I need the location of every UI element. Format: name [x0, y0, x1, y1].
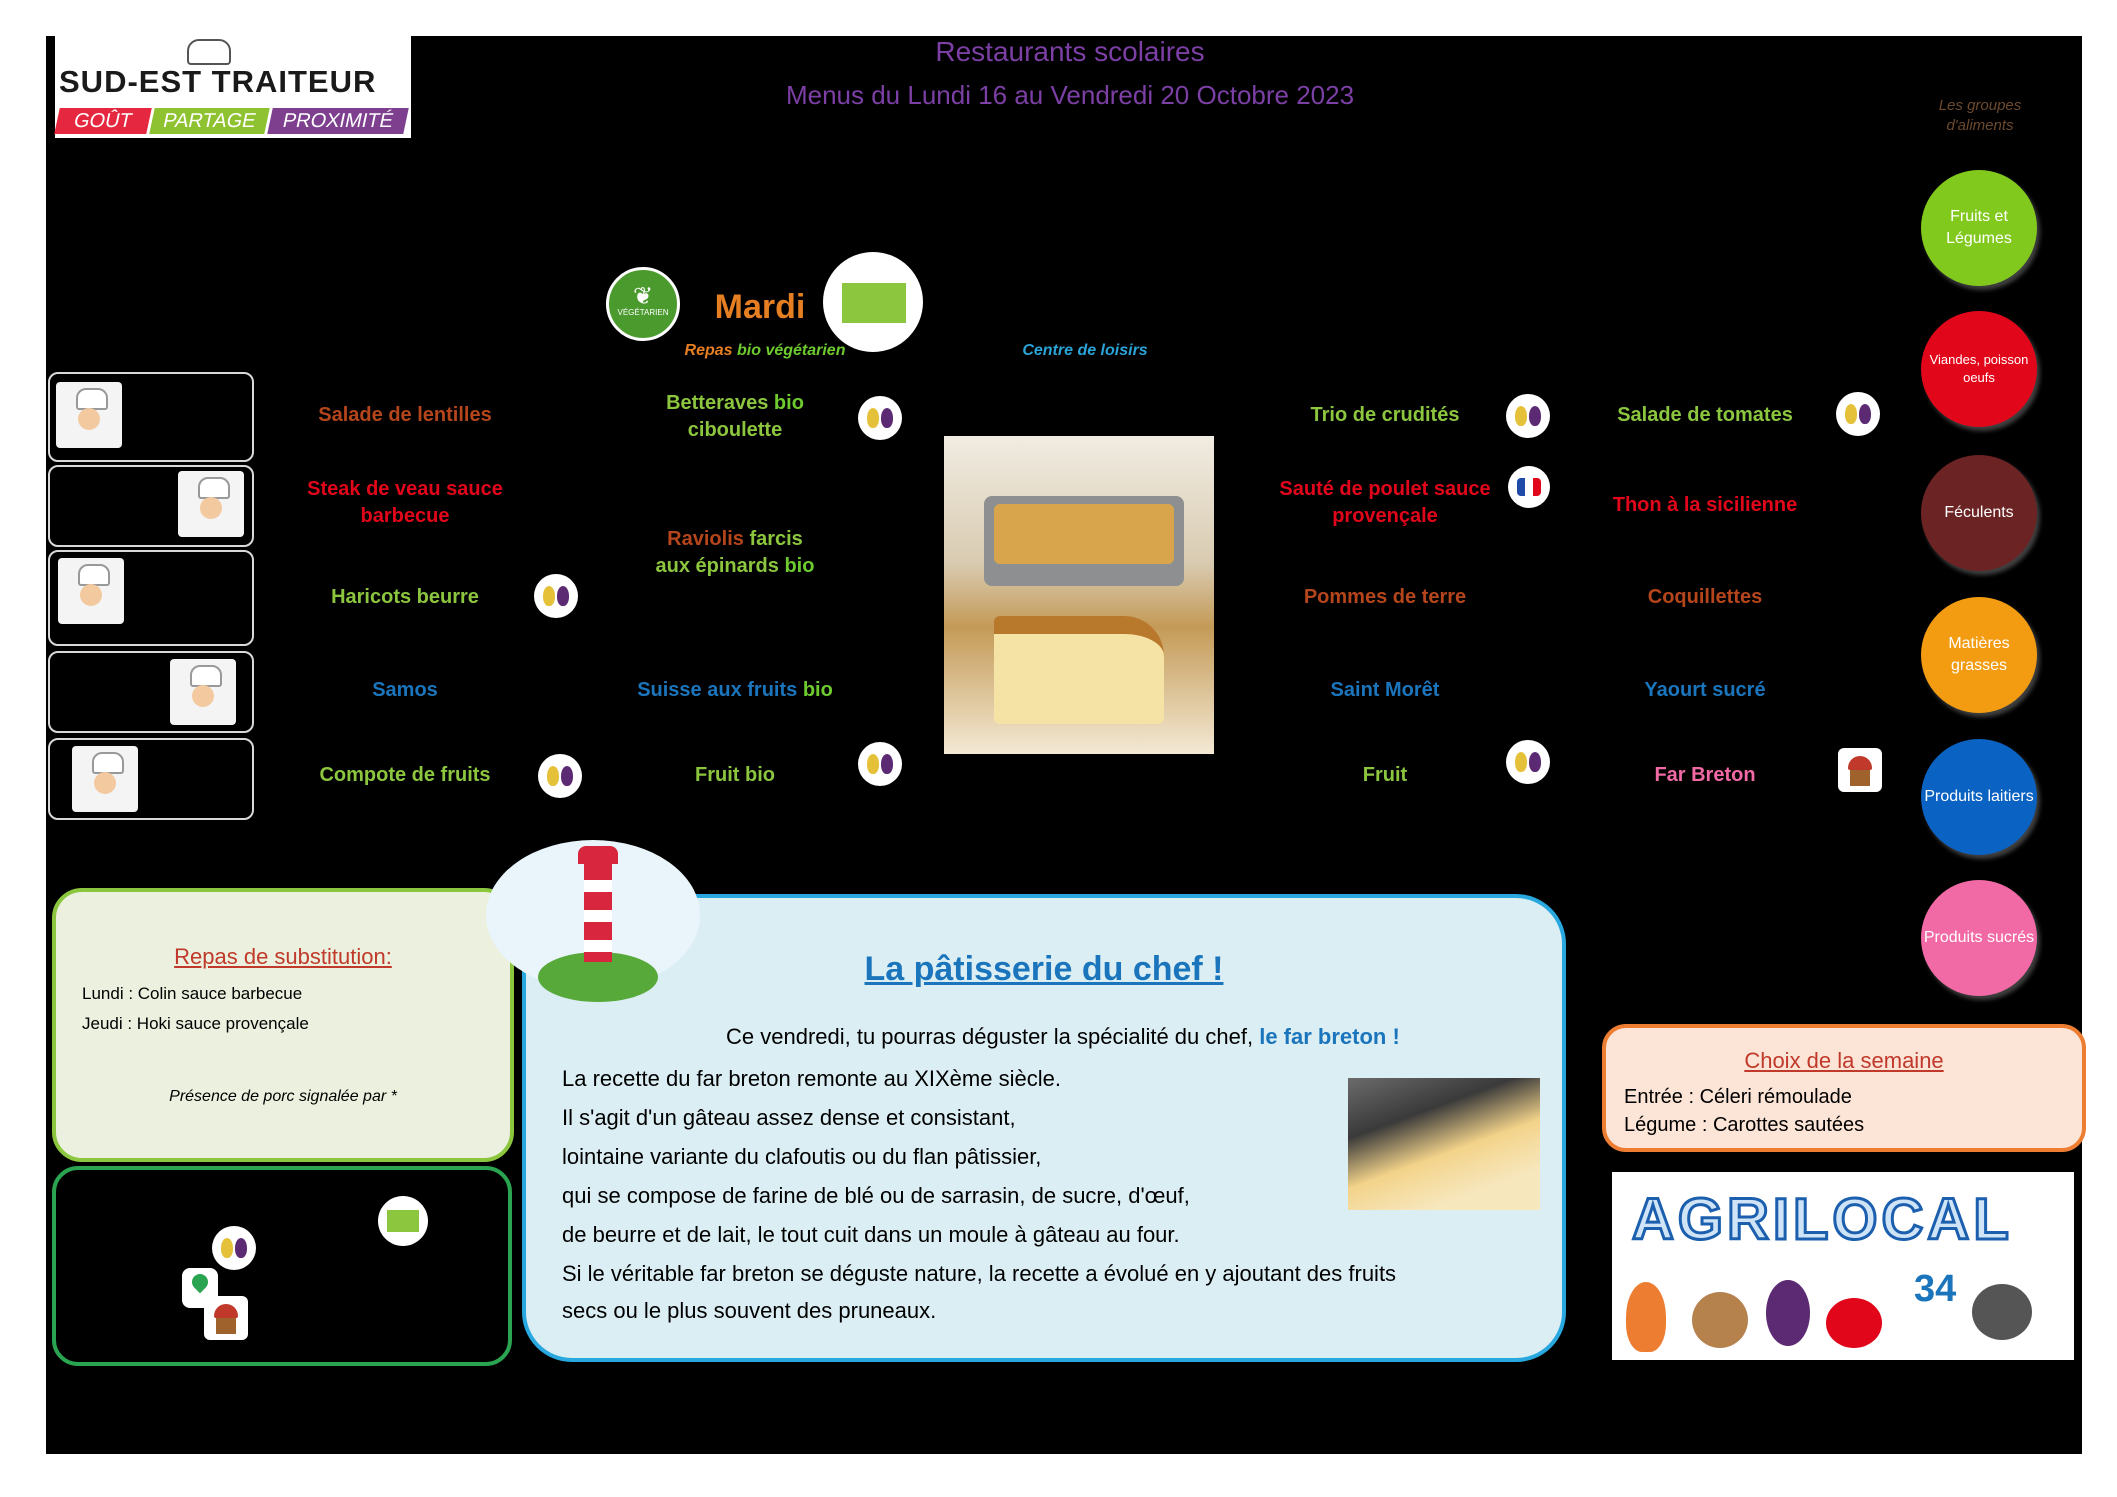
sud-est-traiteur-logo: SUD-EST TRAITEUR GOÛT PARTAGE PROXIMITÉ: [54, 36, 411, 138]
jeudi-plat: Sauté de poulet sauce provençale: [1279, 478, 1491, 527]
chef-illustration-icon: [58, 558, 124, 624]
legend-feculents: Féculents: [1921, 455, 2037, 571]
patisserie-title: La pâtisserie du chef !: [864, 950, 1224, 988]
chef-illustration-icon: [170, 659, 236, 725]
fruits-legumes-icon: [858, 742, 902, 786]
day-mardi: Mardi: [714, 288, 806, 326]
lundi-dessert: Compote de fruits: [319, 764, 491, 786]
homemade-cake-icon: [204, 1296, 248, 1340]
mardi-sub-repas: Repas: [684, 342, 733, 359]
fruits-legumes-icon: [534, 574, 578, 618]
organic-logo-icon: [378, 1196, 428, 1246]
patisserie-line: Si le véritable far breton se déguste na…: [562, 1261, 1397, 1286]
fruits-legumes-icon: [1506, 394, 1550, 438]
eu-organic-leaf-icon: [842, 283, 906, 323]
logo-tag-partage: PARTAGE: [149, 108, 270, 134]
jeudi-entree: Trio de crudités: [1310, 404, 1460, 426]
vendredi-legume: Coquillettes: [1647, 586, 1763, 608]
jeudi-laitier: Saint Morêt: [1330, 679, 1440, 701]
patisserie-panel: La pâtisserie du chef ! Ce vendredi, tu …: [522, 894, 1566, 1362]
porc-notice: Présence de porc signalée par *: [169, 1088, 397, 1105]
row-dessert-box: [48, 738, 254, 820]
page-subtitle: Menus du Lundi 16 au Vendredi 20 Octobre…: [785, 80, 1355, 110]
choix-legume: Légume : Carottes sautées: [1624, 1114, 1865, 1136]
fruits-legumes-icon: [212, 1226, 256, 1270]
leaf-icon: ❦: [632, 283, 654, 310]
patisserie-line: qui se compose de farine de blé ou de sa…: [562, 1183, 1190, 1208]
chef-illustration-icon: [56, 382, 122, 448]
logo-tag-gout: GOÛT: [54, 108, 152, 134]
substitution-jeudi: Jeudi : Hoki sauce provençale: [82, 1014, 309, 1033]
patisserie-line: lointaine variante du clafoutis ou du fl…: [562, 1144, 1042, 1169]
patisserie-line: secs ou le plus souvent des pruneaux.: [562, 1298, 937, 1323]
legend-title: Les groupes d'aliments: [1938, 97, 2022, 134]
row-entree-box: [48, 372, 254, 462]
choix-semaine-panel: Choix de la semaine Entrée : Céleri rémo…: [1602, 1024, 2086, 1152]
vendredi-plat: Thon à la sicilienne: [1612, 494, 1798, 516]
vegetarian-badge: ❦ VÉGÉTARIEN: [606, 267, 680, 341]
lundi-plat: Steak de veau sauce barbecue: [307, 478, 503, 527]
page-title: Restaurants scolaires: [935, 36, 1205, 67]
mardi-entree: Betteraves bio ciboulette: [666, 392, 804, 441]
chef-illustration-icon: [178, 471, 244, 537]
legend-produits-laitiers: Produits laitiers: [1921, 739, 2037, 855]
fruits-legumes-icon: [1836, 392, 1880, 436]
agrilocal-logo: AGRILOCAL 34: [1612, 1172, 2074, 1360]
logo-tag-proximite: PROXIMITÉ: [267, 108, 409, 134]
icon-key-box: [52, 1166, 512, 1366]
mardi-dessert: Fruit bio: [695, 764, 775, 786]
jeudi-legume: Pommes de terre: [1303, 586, 1467, 608]
fruits-legumes-icon: [538, 754, 582, 798]
legend-fruits-legumes: Fruits et Légumes: [1921, 170, 2037, 286]
mardi-laitier: Suisse aux fruits bio: [637, 679, 833, 701]
centre-loisirs-label: Centre de loisirs: [1022, 342, 1148, 359]
chef-hat-icon: [187, 39, 231, 65]
substitution-lundi: Lundi : Colin sauce barbecue: [82, 984, 303, 1003]
fruits-legumes-icon: [858, 396, 902, 440]
jeudi-dessert: Fruit: [1362, 764, 1408, 786]
lundi-entree: Salade de lentilles: [318, 404, 492, 426]
agrilocal-text: AGRILOCAL: [1631, 1186, 2013, 1254]
legend-produits-sucres: Produits sucrés: [1921, 880, 2037, 996]
fruits-legumes-icon: [1506, 740, 1550, 784]
choix-title: Choix de la semaine: [1744, 1048, 1944, 1073]
row-legume-box: [48, 550, 254, 646]
patisserie-line: La recette du far breton remonte au XIXè…: [562, 1066, 1061, 1091]
vendredi-entree: Salade de tomates: [1617, 404, 1793, 426]
french-origin-icon: [1508, 466, 1550, 508]
patisserie-intro-highlight: le far breton !: [1259, 1024, 1400, 1049]
far-breton-photo: [944, 436, 1214, 754]
logo-brand: SUD-EST TRAITEUR: [59, 64, 377, 99]
mardi-plat: Raviolis farcis aux épinards bio: [655, 528, 815, 577]
patisserie-intro: Ce vendredi, tu pourras déguster la spéc…: [726, 1024, 1400, 1049]
row-laitier-box: [48, 651, 254, 733]
patisserie-line: de beurre et de lait, le tout cuit dans …: [562, 1222, 1180, 1247]
far-breton-slice-photo: [1348, 1078, 1540, 1210]
vendredi-dessert: Far Breton: [1654, 764, 1756, 786]
lundi-legume: Haricots beurre: [331, 586, 479, 608]
mardi-sub-bio: bio végétarien: [737, 342, 846, 359]
agrilocal-number: 34: [1914, 1268, 1957, 1310]
lighthouse-illustration: [478, 820, 708, 1010]
substitution-panel: Repas de substitution: Lundi : Colin sau…: [52, 888, 514, 1162]
legend-viandes-poisson-oeufs: Viandes, poisson oeufs: [1921, 311, 2037, 427]
lundi-laitier: Samos: [372, 679, 438, 701]
mardi-subtitle: Repas bio végétarien: [640, 342, 890, 360]
organic-eu-logo: [823, 252, 923, 352]
vegetarian-badge-label: VÉGÉTARIEN: [617, 308, 669, 317]
chef-illustration-icon: [72, 746, 138, 812]
choix-entree: Entrée : Céleri rémoulade: [1624, 1086, 1852, 1108]
vendredi-laitier: Yaourt sucré: [1644, 679, 1766, 701]
legend-matieres-grasses: Matières grasses: [1921, 597, 2037, 713]
homemade-cake-icon: [1838, 748, 1882, 792]
substitution-title: Repas de substitution:: [174, 944, 392, 969]
patisserie-line: Il s'agit d'un gâteau assez dense et con…: [562, 1105, 1016, 1130]
row-plat-box: [48, 465, 254, 547]
